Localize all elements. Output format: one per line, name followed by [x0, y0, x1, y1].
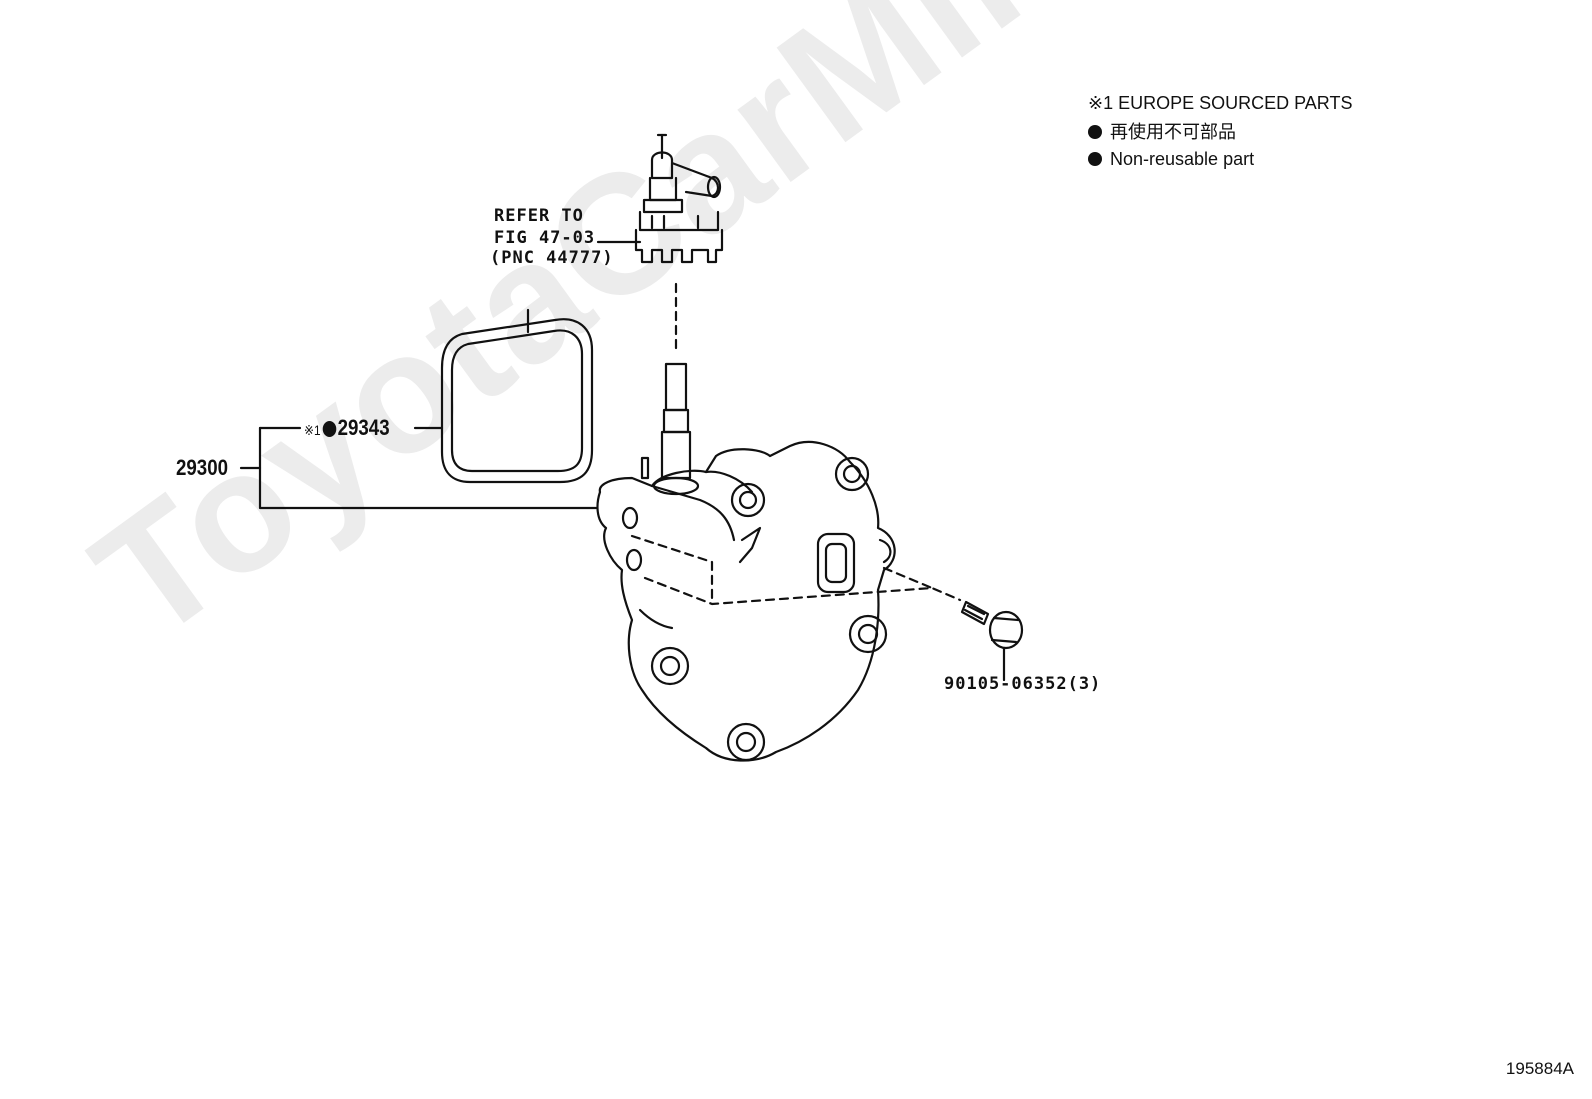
vacuum-pump-body	[596, 362, 896, 762]
gasket-outline	[440, 308, 594, 484]
legend-en-text: Non-reusable part	[1110, 149, 1255, 169]
bolt-part-number: 90105-06352(3)	[944, 674, 1102, 694]
refer-line-3: (PNC 44777)	[490, 248, 614, 268]
gasket-part-number: 29343	[337, 415, 390, 440]
legend-note-title: ※1 EUROPE SOURCED PARTS	[1088, 93, 1353, 113]
refer-line-2: FIG 47-03	[494, 228, 596, 248]
gasket-note-mark: ※1	[304, 422, 321, 438]
legend-jp-text: 再使用不可部品	[1110, 122, 1236, 142]
non-reusable-dot-icon	[322, 421, 336, 437]
refer-line-1: REFER TO	[494, 206, 584, 226]
hose-fitting	[634, 133, 724, 264]
leader-lines	[239, 240, 1006, 682]
legend-line-jp: 再使用不可部品	[1088, 123, 1236, 141]
legend-line-en: Non-reusable part	[1088, 150, 1254, 168]
bolt-dash-line	[630, 534, 962, 606]
bullet-icon	[1088, 125, 1102, 139]
gasket-callout: ※1 29343	[304, 417, 390, 439]
bullet-icon	[1088, 152, 1102, 166]
bolt-drawing	[960, 600, 1024, 650]
assembly-part-number: 29300	[176, 455, 229, 480]
figure-number: 195884A	[1505, 1059, 1574, 1078]
